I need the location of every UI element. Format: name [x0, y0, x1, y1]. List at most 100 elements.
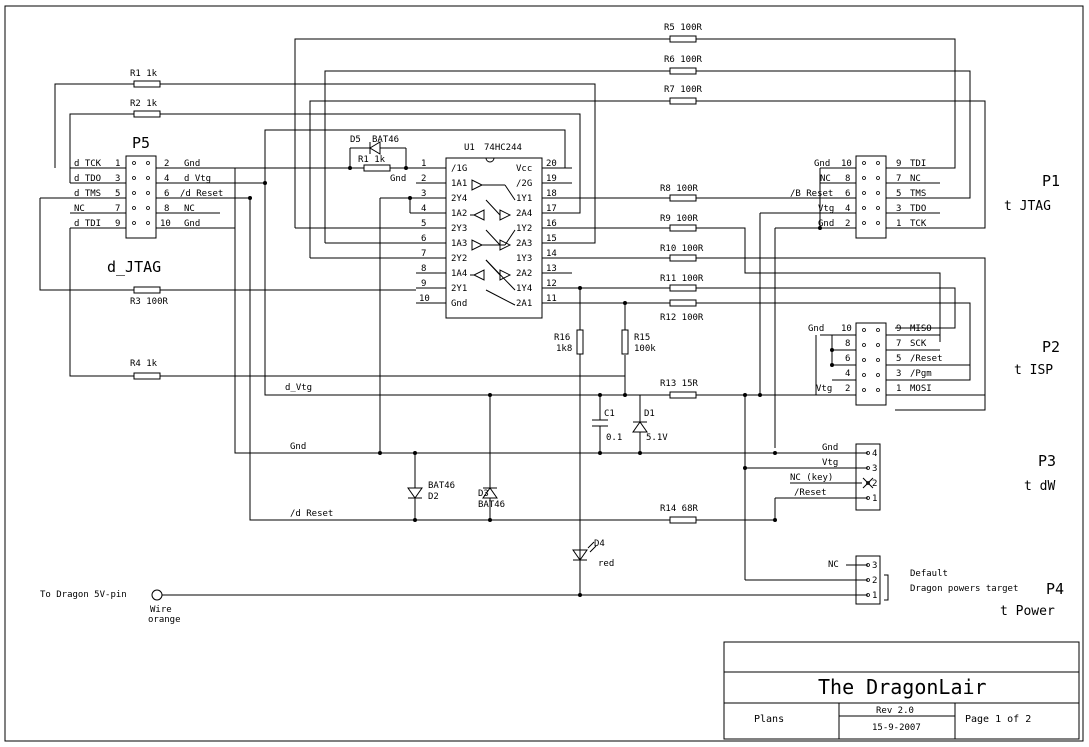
d5-ref: D5	[350, 135, 361, 145]
p1-pin-7-label: NC	[910, 174, 921, 184]
u1-pin-5-name: 2Y3	[451, 224, 467, 234]
p5-pin-2-label: Gnd	[184, 159, 200, 169]
u1-pin-8-name: 1A4	[451, 269, 467, 279]
r13-label: R13 15R	[660, 379, 699, 389]
p5-pin-3-label: d_TDO	[74, 174, 101, 184]
p4-subtitle: t Power	[1000, 604, 1055, 619]
left-resistors: R1 1k R2 1k R3 100R R4 1k	[39, 69, 626, 380]
drawing-date: 15-9-2007	[872, 723, 921, 733]
p2-pin-5: 5	[896, 354, 901, 364]
p5-pin-10-label: Gnd	[184, 219, 200, 229]
u1-pin-16: 16	[546, 219, 557, 229]
p2-pin-6: 6	[845, 354, 850, 364]
d1-ref: D1	[644, 409, 655, 419]
wire-label: Wire	[150, 605, 172, 615]
top-resistors: R5 100R R6 100R R7 100R	[264, 23, 986, 259]
u1-pin-15-name: 2A3	[516, 239, 532, 249]
p1-pin-3: 3	[896, 204, 901, 214]
p5-pin-9: 9	[115, 219, 120, 229]
dragon-5v-terminal	[151, 589, 163, 601]
r4-label: R4 1k	[130, 359, 158, 369]
u1-pin-4: 4	[421, 204, 426, 214]
r1-label: R1 1k	[130, 69, 158, 79]
p5-pin-6-label: /d_Reset	[180, 189, 223, 199]
u1-pin-16-name: 1Y2	[516, 224, 532, 234]
p2-pin-9-label: MISO	[910, 324, 932, 334]
p2-pin-4: 4	[845, 369, 850, 379]
p1-pin-1-label: TCK	[910, 219, 927, 229]
r16-ref: R16	[554, 333, 570, 343]
p1-pin-8: 8	[845, 174, 850, 184]
p5-title: P5	[132, 134, 150, 152]
p1-pin-9-label: TDI	[910, 159, 926, 169]
p4-note-dragon: Dragon powers target	[910, 584, 1018, 594]
page-number: Page 1 of 2	[965, 714, 1031, 725]
p3-pin-1: 1	[872, 494, 877, 504]
p2-pin-8: 8	[845, 339, 850, 349]
p1-pin-10: 10	[841, 159, 852, 169]
connector-p3: P3 t dW Gnd Vtg NC (key) /Reset 4 3 2 1	[745, 443, 1056, 520]
p2-subtitle: t ISP	[1014, 363, 1053, 378]
r3-label: R3 100R	[130, 297, 169, 307]
r8-label: R8 100R	[660, 184, 699, 194]
d4-ref: D4	[594, 539, 605, 549]
d5-value: BAT46	[372, 135, 399, 145]
p2-pin-1: 1	[896, 384, 901, 394]
p5-pin-1-label: d_TCK	[74, 159, 102, 169]
p5-pin-3: 3	[115, 174, 120, 184]
p5-pin-1: 1	[115, 159, 120, 169]
u1-pin-9: 9	[421, 279, 426, 289]
p2-pin-3: 3	[896, 369, 901, 379]
u1-pin-12-name: 1Y4	[516, 284, 532, 294]
p2-pin-7: 7	[896, 339, 901, 349]
net-d-vtg: d_Vtg	[285, 383, 312, 393]
p4-pin-3: 3	[872, 561, 877, 571]
p4-pin-3-label: NC	[828, 560, 839, 570]
p5-pin-4: 4	[164, 174, 169, 184]
u1-pin-12: 12	[546, 279, 557, 289]
r9-label: R9 100R	[660, 214, 699, 224]
drawing-title: The DragonLair	[818, 675, 987, 699]
u1-pin-3: 3	[421, 189, 426, 199]
title-block: The DragonLair Plans Rev 2.0 15-9-2007 P…	[723, 641, 1080, 740]
p1-pin-5-label: TMS	[910, 189, 926, 199]
u1-pin-5: 5	[421, 219, 426, 229]
p3-pin-2: 2	[872, 479, 877, 489]
u1-pin-18-name: 1Y1	[516, 194, 532, 204]
p5-pin-6: 6	[164, 189, 169, 199]
p4-pin-2: 2	[872, 576, 877, 586]
r15-value: 100k	[634, 344, 656, 354]
u1-pin-20-name: Vcc	[516, 164, 532, 174]
u1-pin-4-name: 1A2	[451, 209, 467, 219]
u1-pin-1-name: /1G	[451, 164, 467, 174]
u1-pin-17-name: 2A4	[516, 209, 532, 219]
p2-pin-10: 10	[841, 324, 852, 334]
p1-pin-2-label: Gnd	[818, 219, 834, 229]
u1-pin-13: 13	[546, 264, 557, 274]
u1-pin-2-name: 1A1	[451, 179, 467, 189]
d1-value: 5.1V	[646, 433, 668, 443]
r14-label: R14 68R	[660, 504, 699, 514]
p5-caption: d_JTAG	[107, 258, 161, 276]
mid-resistors: R8 100R R9 100R R10 100R R11 100R R12 10…	[572, 184, 986, 411]
d2-ref: D2	[428, 492, 439, 502]
p1-pin-1: 1	[896, 219, 901, 229]
u1-pin-2: 2	[421, 174, 426, 184]
r12-label: R12 100R	[660, 313, 704, 323]
u1-pin-20: 20	[546, 159, 557, 169]
connector-p1: P1 t JTAG Gnd NC /B_Reset Vtg Gnd 10 8 6…	[759, 155, 1060, 448]
r5-label: R5 100R	[664, 23, 703, 33]
p3-subtitle: t dW	[1024, 479, 1055, 494]
p4-title: P4	[1046, 580, 1064, 598]
d4-value: red	[598, 559, 614, 569]
r1b-label: R1 1k	[358, 155, 386, 165]
p1-pin-9: 9	[896, 159, 901, 169]
u1-pin-9-name: 2Y1	[451, 284, 467, 294]
p2-pin-10-label: Gnd	[808, 324, 824, 334]
wire-colour: orange	[148, 615, 181, 625]
c1-ref: C1	[604, 409, 615, 419]
p2-pin-2-label: Vtg	[816, 384, 832, 394]
u1-pin-10-name: Gnd	[451, 299, 467, 309]
u1-pin-17: 17	[546, 204, 557, 214]
